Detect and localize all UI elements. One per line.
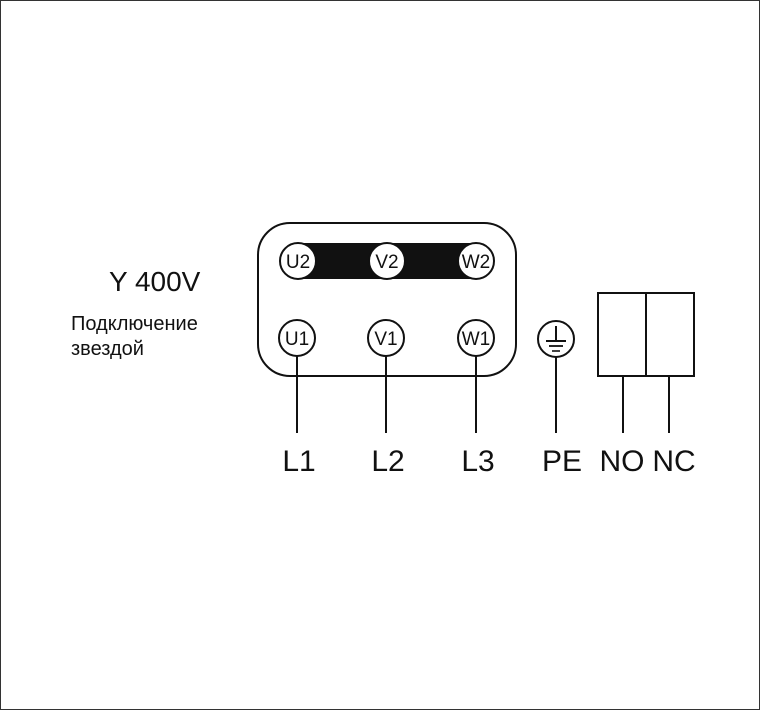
label-pe: PE xyxy=(542,445,582,478)
terminal-v1: V1 xyxy=(367,319,405,357)
diagram-title: Y 400V xyxy=(109,266,201,297)
terminal-u2: U2 xyxy=(279,242,317,280)
label-l3: L3 xyxy=(461,445,494,478)
subtitle-line2: звездой xyxy=(71,338,144,360)
terminal-u2-label: U2 xyxy=(286,252,310,273)
label-no: NO xyxy=(600,445,645,478)
terminal-v2-label: V2 xyxy=(375,252,398,273)
label-nc: NC xyxy=(652,445,695,478)
label-l1: L1 xyxy=(282,445,315,478)
subtitle-line1: Подключение xyxy=(71,313,198,335)
label-l2: L2 xyxy=(371,445,404,478)
terminal-v1-label: V1 xyxy=(374,329,397,350)
terminal-w1: W1 xyxy=(457,319,495,357)
terminal-u1: U1 xyxy=(278,319,316,357)
terminal-v2: V2 xyxy=(368,242,406,280)
terminal-u1-label: U1 xyxy=(285,329,309,350)
terminal-w1-label: W1 xyxy=(462,329,491,350)
ground-icon xyxy=(537,320,575,358)
terminal-w2-label: W2 xyxy=(462,252,491,273)
terminal-w2: W2 xyxy=(457,242,495,280)
